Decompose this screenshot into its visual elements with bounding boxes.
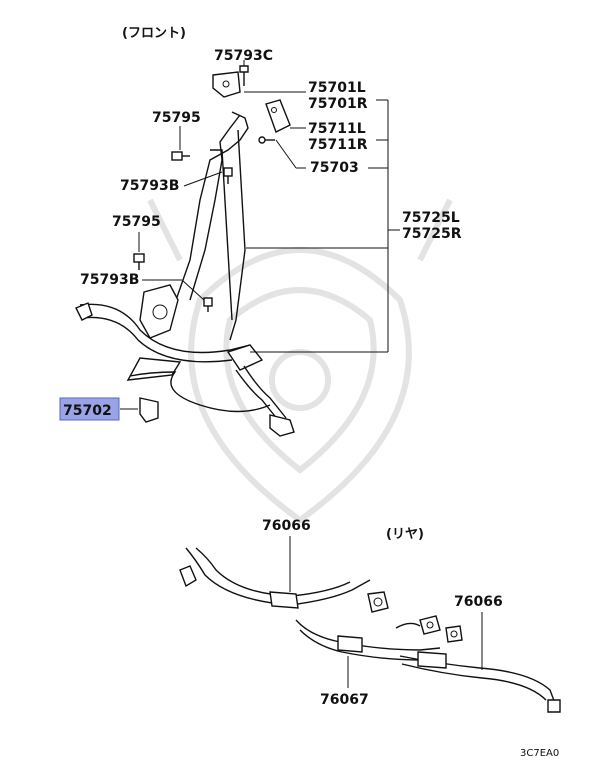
bolt-icon	[239, 65, 249, 86]
label-75711r: 75711R	[308, 137, 368, 153]
label-75702[interactable]: 75702	[63, 403, 112, 419]
label-75701r: 75701R	[308, 96, 368, 112]
screw-icon	[258, 136, 275, 144]
diagram-code: 3C7EA0	[520, 748, 559, 759]
front-belt-assembly	[75, 111, 295, 437]
leader-lines-front	[138, 91, 400, 353]
label-75725l: 75725L	[402, 210, 460, 226]
leader-lines-rear	[289, 536, 483, 688]
label-76067: 76067	[320, 692, 369, 708]
guide-clip-icon	[139, 397, 159, 423]
label-75793b-upper: 75793B	[120, 178, 179, 194]
cover-plate-icon	[265, 99, 291, 133]
highlight-75702[interactable]	[59, 397, 120, 421]
bolt-icon	[133, 253, 145, 270]
label-75703: 75703	[310, 160, 359, 176]
label-76066-right: 76066	[454, 594, 503, 610]
label-75711l: 75711L	[308, 121, 366, 137]
front-section-title: (フロント)	[122, 26, 186, 41]
rear-section-title: (リヤ)	[386, 527, 424, 542]
watermark-emblem	[147, 198, 453, 524]
label-75795-lower: 75795	[112, 214, 161, 230]
label-75793c: 75793C	[214, 48, 273, 64]
label-76066-left: 76066	[262, 518, 311, 534]
anchor-bracket-icon	[212, 71, 241, 98]
rear-belt-assembly	[179, 547, 561, 713]
bolt-icon	[203, 297, 213, 312]
label-75701l: 75701L	[308, 80, 366, 96]
label-75793b-lower: 75793B	[80, 272, 139, 288]
bolt-icon	[223, 167, 233, 184]
label-75795-upper: 75795	[152, 110, 201, 126]
bolt-icon	[171, 151, 190, 161]
label-75725r: 75725R	[402, 226, 462, 242]
